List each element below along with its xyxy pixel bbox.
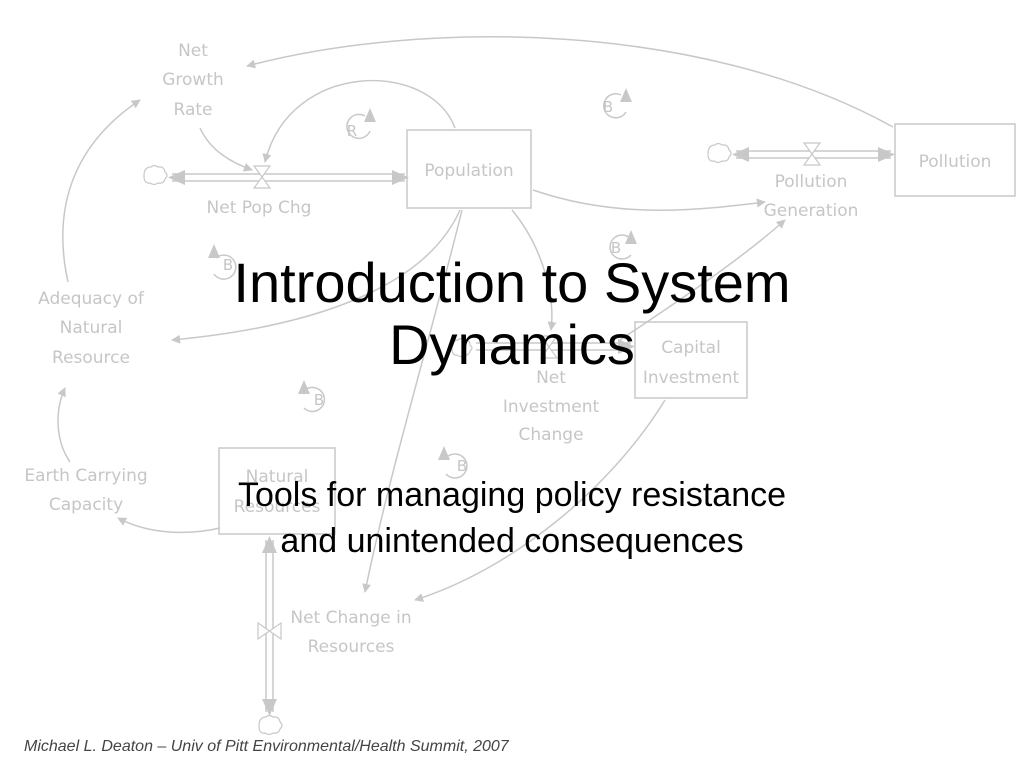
net-investment-change-label-line1: Net [536,368,566,388]
svg-text:B: B [611,239,621,257]
adequacy-label-line1: Adequacy of [38,289,145,309]
population-stock [406,129,532,209]
svg-text:B: B [457,457,467,475]
net-investment-change-label-line2: Investment [503,397,600,417]
net-growth-rate-label-line3: Rate [174,100,213,120]
slide-subtitle-line1: Tools for managing policy resistance [237,476,787,514]
causal-link [57,387,71,463]
causal-link [362,209,463,593]
causal-link [511,209,557,331]
causal-link [117,517,221,534]
valve-icon [257,621,282,641]
population-label: Population [424,161,513,181]
slide-title-line2: Dynamics [389,313,635,376]
flow-arrowhead [262,536,277,553]
natural-resources-label-line2: Resources [234,497,321,517]
causal-link [414,399,666,602]
adequacy-label-line2: Natural [60,318,123,338]
net-pop-chg-label: Net Pop Chg [207,198,312,218]
valve-icon [802,142,822,166]
pollution-stock [894,123,1016,197]
natural-resources-label-line1: Natural [246,467,309,487]
pollution-generation-label-line2: Generation [764,201,859,221]
cloud-icon [707,142,732,164]
valve-icon [252,165,272,189]
svg-text:B: B [314,391,324,409]
net-investment-change-label-line3: Change [518,425,583,445]
flow-arrowhead [262,699,277,716]
slide-title-line1: Introduction to System [233,251,791,314]
adequacy-label-line3: Resource [52,348,130,368]
causal-link [199,127,253,172]
flow-arrowhead [168,170,185,185]
cloud-icon [143,164,168,186]
svg-text:R: R [347,122,357,140]
balancing-loop-indicator: B [298,380,326,413]
cloud-icon [258,714,283,736]
slide-title: Introduction to System Dynamics [112,252,912,376]
capital-investment-label-line1: Capital [661,338,721,358]
cloud-icon [451,337,473,358]
causal-link [262,79,456,163]
earth-carrying-capacity-label-line1: Earth Carrying [24,466,147,486]
causal-link [619,219,786,341]
svg-text:B: B [223,256,233,274]
slide-subtitle: Tools for managing policy resistance and… [112,472,912,564]
natural-resources-stock [218,447,336,535]
capital-investment-label-line2: Investment [643,368,740,388]
causal-link [246,36,894,128]
balancing-loop-indicator: B [438,446,468,479]
flow-arrowhead [618,339,635,354]
slide-footer: Michael L. Deaton – Univ of Pitt Environ… [24,738,509,755]
net-growth-rate-label-line1: Net [178,41,208,61]
pollution-generation-label-line1: Pollution [775,172,848,192]
valve-icon [539,335,559,359]
balancing-loop-indicator: B [609,230,637,260]
svg-text:B: B [603,98,613,116]
net-change-in-resources-label-line1: Net Change in [290,608,411,628]
causal-link [171,209,461,344]
pollution-label: Pollution [919,152,992,172]
net-growth-rate-label-line2: Growth [162,70,224,90]
balancing-loop-indicator: B [208,244,237,280]
capital-investment-stock [634,321,748,399]
flow-arrowhead [878,147,895,162]
causal-link [62,99,141,283]
slide-subtitle-line2: and unintended consequences [280,522,744,560]
earth-carrying-capacity-label-line2: Capacity [49,495,123,515]
causal-link [532,189,766,211]
reinforcing-loop-indicator: R [346,108,376,140]
flow-arrowhead [732,147,749,162]
balancing-loop-indicator: B [603,88,632,119]
flow-arrowhead [392,170,409,185]
net-change-in-resources-label-line2: Resources [308,637,395,657]
